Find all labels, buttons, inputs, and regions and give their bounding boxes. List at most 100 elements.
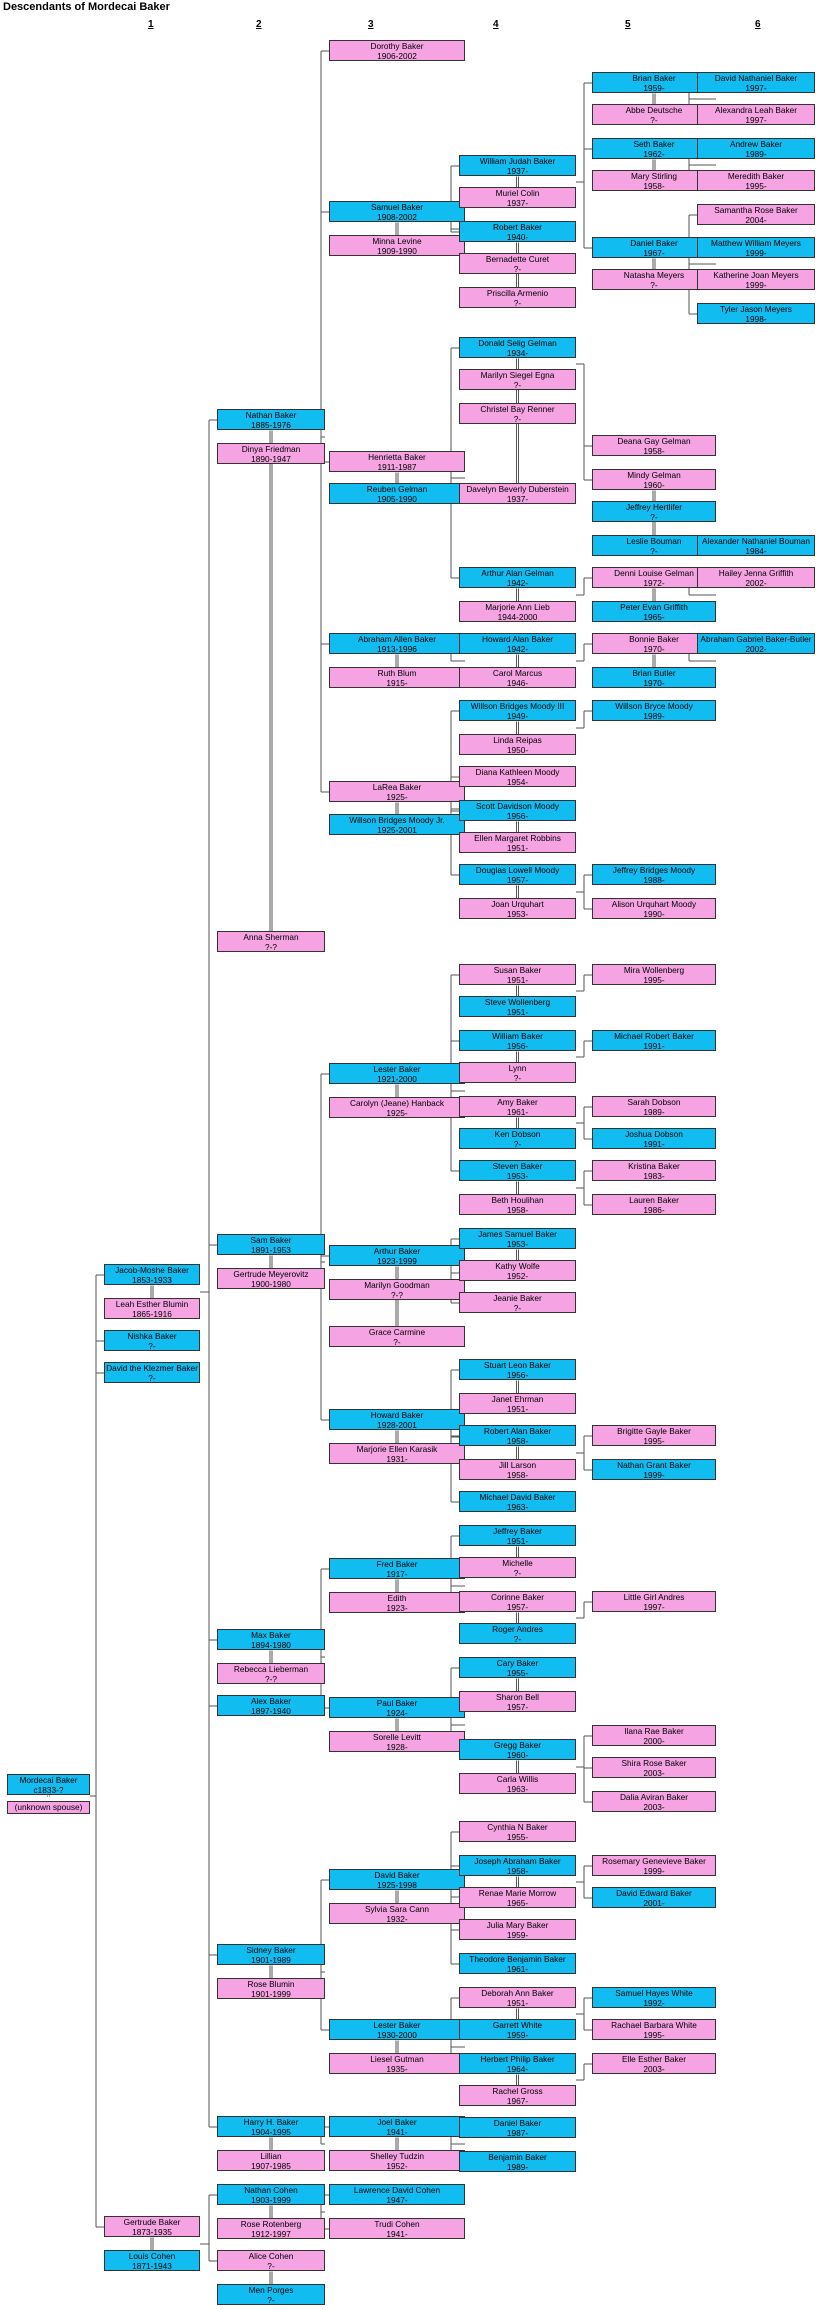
person-box-unknown_spouse[interactable]: (unknown spouse) [7, 1801, 90, 1814]
person-box-nishka[interactable]: Nishka Baker?- [104, 1330, 200, 1351]
person-box-jeffrey_h[interactable]: Jeffrey Hertlifer?- [592, 501, 716, 522]
person-box-alice[interactable]: Alice Cohen?- [217, 2250, 325, 2271]
person-box-bernadette[interactable]: Bernadette Curet?- [459, 253, 576, 274]
person-box-abbe[interactable]: Abbe Deutsche?- [592, 104, 716, 125]
person-box-natasha[interactable]: Natasha Meyers?- [592, 269, 716, 290]
person-box-roger[interactable]: Roger Andres?- [459, 1623, 576, 1644]
person-box-willson_jr[interactable]: Willson Bridges Moody Jr.1925-2001 [329, 814, 465, 835]
person-box-christel[interactable]: Christel Bay Renner?- [459, 403, 576, 424]
person-box-priscilla[interactable]: Priscilla Armenio?- [459, 287, 576, 308]
person-box-marilyn_e[interactable]: Marilyn Siegel Egna?- [459, 369, 576, 390]
person-box-david_kl[interactable]: David the Klezmer Baker?- [104, 1362, 200, 1383]
